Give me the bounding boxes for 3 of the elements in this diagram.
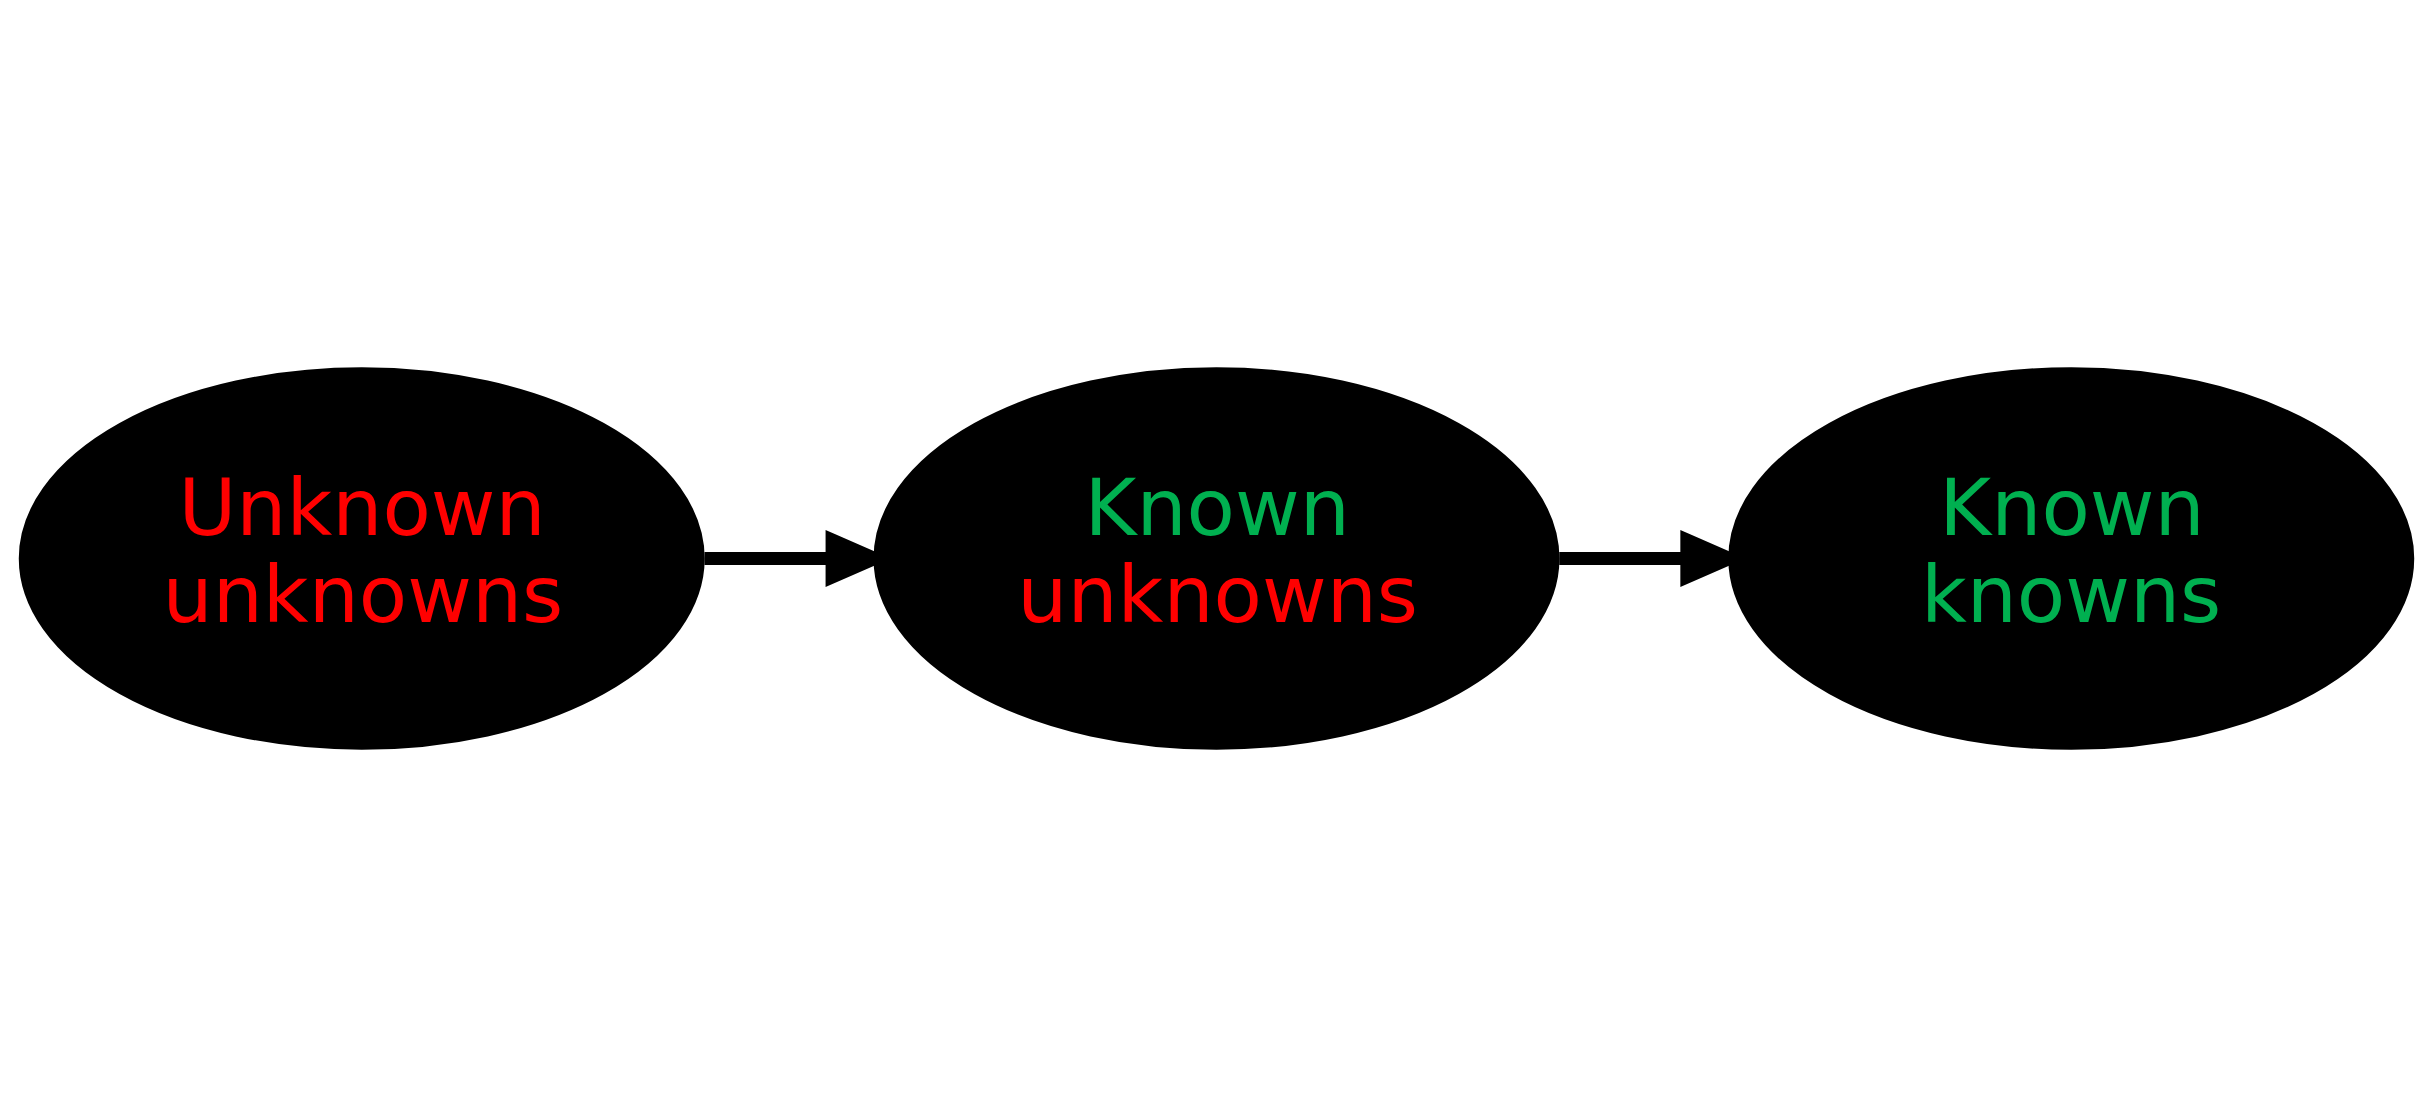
node-ellipse: Known unknowns (873, 367, 1560, 750)
node-ellipse: Unknown unknowns (18, 367, 705, 750)
node-ellipse: Known knowns (1728, 367, 2415, 750)
